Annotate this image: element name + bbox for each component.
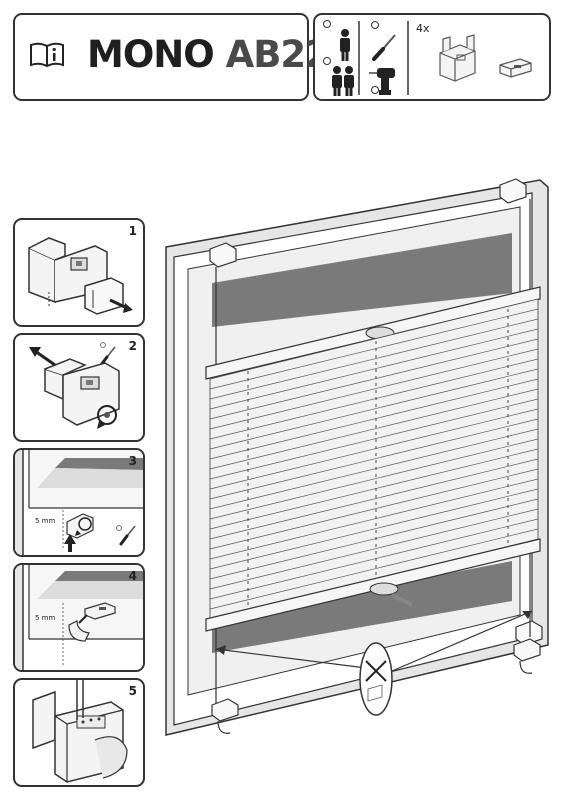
window-glass-bottom bbox=[212, 561, 512, 653]
step-1-illustration bbox=[28, 237, 133, 315]
bracket-quantity: 4x bbox=[416, 22, 430, 35]
step-4-panel: 4 5 mm bbox=[13, 563, 145, 672]
requirements-graphics bbox=[323, 20, 532, 96]
step-number: 5 bbox=[128, 684, 137, 698]
step-5-panel: 5 bbox=[13, 678, 145, 787]
step-3-illustration bbox=[15, 450, 143, 555]
screwdriver-icon bbox=[99, 342, 116, 367]
gap-label: 5 mm bbox=[35, 517, 56, 525]
step-2-panel: 2 bbox=[13, 333, 145, 442]
clip-icon bbox=[211, 638, 541, 734]
window-glass-top bbox=[212, 233, 512, 327]
requirements-panel: 4x bbox=[313, 13, 551, 101]
clip-icon bbox=[499, 58, 532, 78]
person-icon bbox=[323, 20, 350, 61]
screwdriver-icon bbox=[116, 525, 136, 546]
gap-label: 5 mm bbox=[35, 614, 56, 622]
cross-icon bbox=[359, 642, 393, 716]
step-1-panel: 1 bbox=[13, 218, 145, 327]
screwdriver-icon bbox=[371, 21, 396, 61]
bracket-icon bbox=[439, 34, 476, 82]
product-family: MONO bbox=[87, 33, 215, 76]
title-panel: MONO AB22 bbox=[13, 13, 331, 101]
step-5-illustration bbox=[32, 680, 128, 783]
product-title: MONO AB22 bbox=[87, 33, 331, 76]
step-number: 3 bbox=[128, 454, 137, 468]
two-persons-icon bbox=[323, 57, 354, 96]
step-number: 2 bbox=[128, 339, 137, 353]
step-4-illustration bbox=[15, 565, 143, 670]
step-2-illustration bbox=[29, 342, 120, 429]
drill-icon bbox=[369, 68, 395, 95]
window-blind-illustration bbox=[165, 178, 549, 736]
book-info-icon bbox=[30, 42, 64, 68]
step-3-panel: 3 5 mm bbox=[13, 448, 145, 557]
step-number: 1 bbox=[128, 224, 137, 238]
step-number: 4 bbox=[128, 569, 137, 583]
